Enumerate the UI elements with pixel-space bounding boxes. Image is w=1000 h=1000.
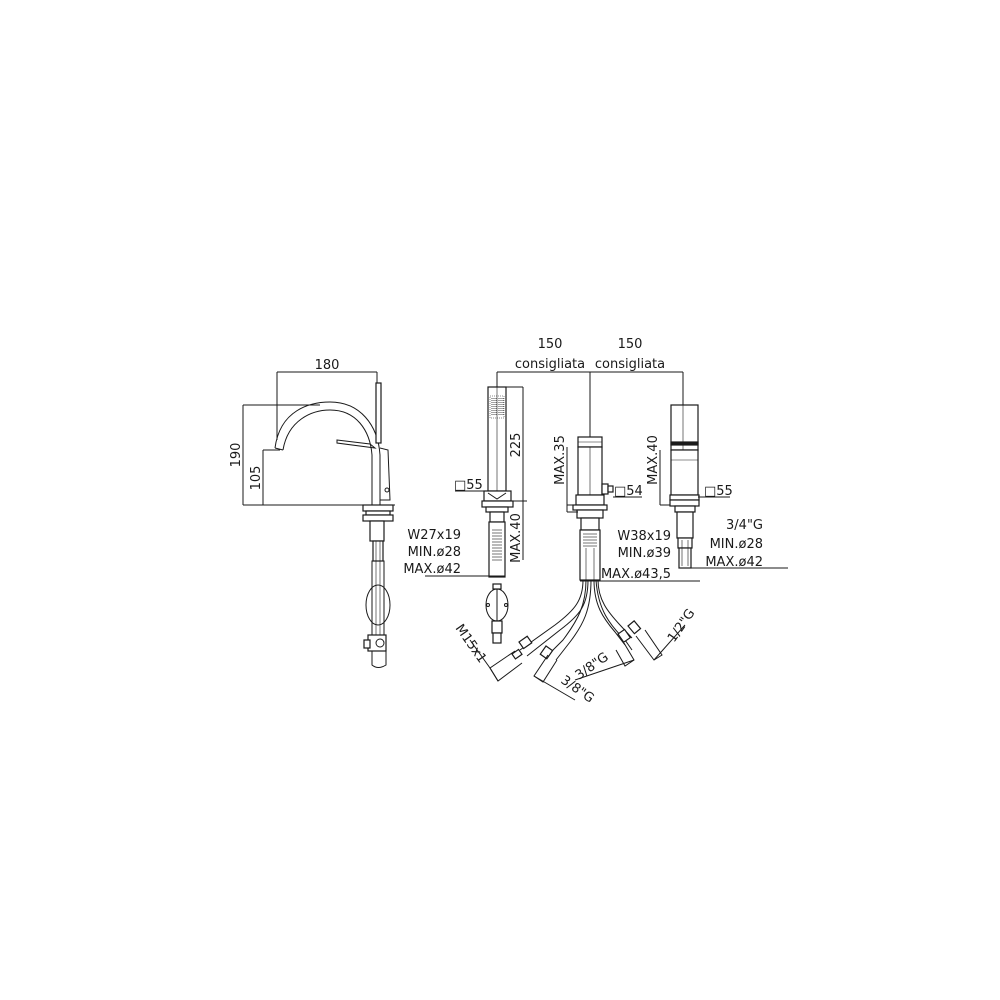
right-spout-max-deck-label: MAX.40 <box>646 435 661 485</box>
right-spout-base-square-label: □55 <box>704 484 733 499</box>
hand-shower-shank-thread-label: W27x19 <box>407 528 461 543</box>
spacing-right-note: consigliata <box>595 357 665 372</box>
hand-shower-base-square-label: □55 <box>454 478 483 493</box>
spout-side-view: 180 190 105 <box>229 358 395 668</box>
spacing-left-value: 150 <box>538 337 563 352</box>
center-valve-hose-left-label: 3/8"G <box>573 650 612 684</box>
spacing-left-note: consigliata <box>515 357 585 372</box>
center-valve-max-deck-label: MAX.35 <box>553 435 568 485</box>
center-valve-hole-max-label: MAX.ø43,5 <box>601 567 671 582</box>
thread-hatching <box>583 533 597 547</box>
center-valve-hole-min-label: MIN.ø39 <box>618 546 671 561</box>
hand-shower-hole-min-label: MIN.ø28 <box>408 545 461 560</box>
spout-width-label: 180 <box>315 358 340 373</box>
center-valve-shank-thread-label: W38x19 <box>617 529 671 544</box>
center-valve-hoses <box>489 579 663 683</box>
thread-hatching <box>492 529 502 561</box>
right-spout-hole-min-label: MIN.ø28 <box>710 537 763 552</box>
shower-nozzle-pattern <box>489 395 505 419</box>
hand-shower: 225 MAX.40 □55 W27x19 MIN.ø28 MAX.ø42 <box>403 386 527 644</box>
right-spout-hole-max-label: MAX.ø42 <box>705 555 763 570</box>
center-valve-knob-square-label: □54 <box>614 484 643 499</box>
hand-shower-height-label: 225 <box>509 433 524 458</box>
spacing-dimensions: 150 consigliata 150 consigliata <box>496 337 684 440</box>
right-spout-thread-label: 3/4"G <box>726 518 763 533</box>
spout-outlet-height-label: 105 <box>249 466 264 491</box>
hand-shower-hole-max-label: MAX.ø42 <box>403 562 461 577</box>
spout-total-height-label: 190 <box>229 443 244 468</box>
hand-shower-max-deck-label: MAX.40 <box>509 513 524 563</box>
right-spout-hose-label: 1/2"G <box>665 606 699 645</box>
right-spout: MAX.40 □55 3/4"G MIN.ø28 MAX.ø42 <box>646 404 788 570</box>
spacing-right-value: 150 <box>618 337 643 352</box>
